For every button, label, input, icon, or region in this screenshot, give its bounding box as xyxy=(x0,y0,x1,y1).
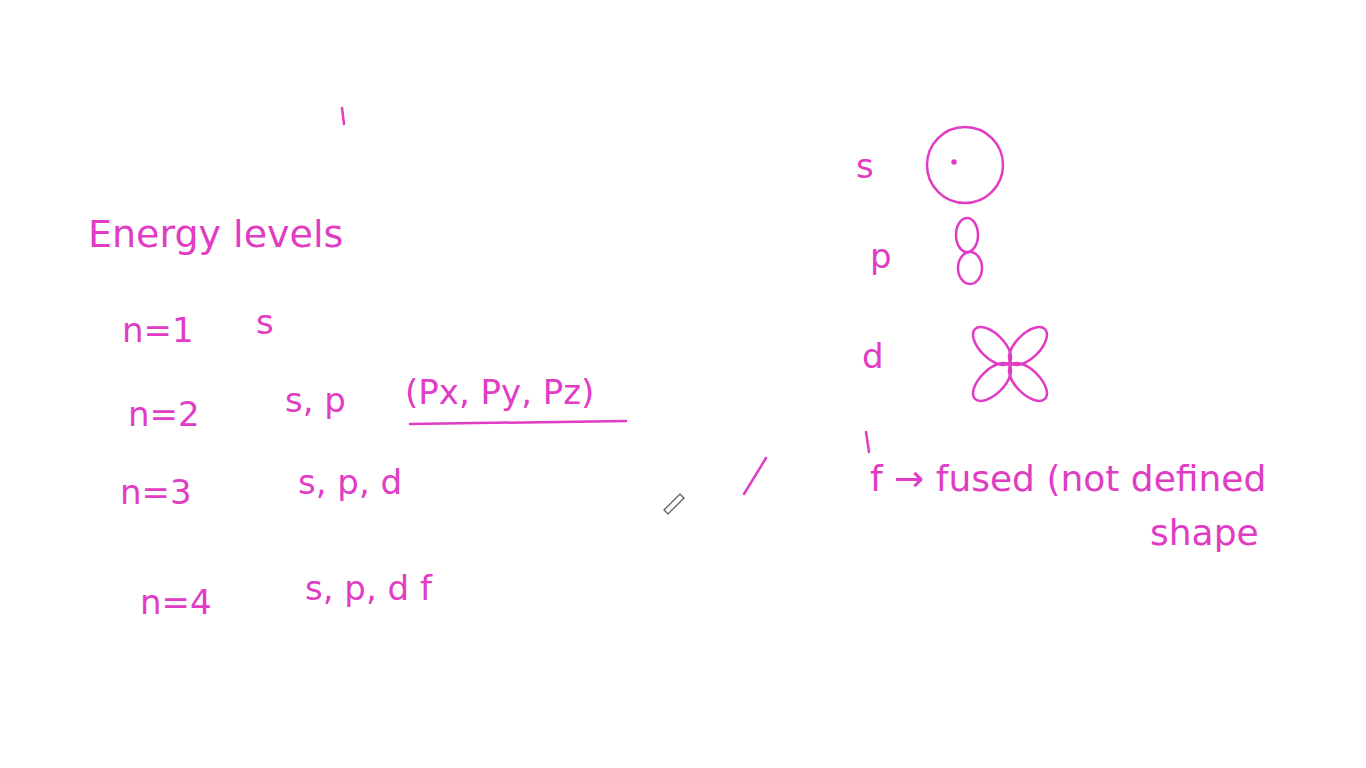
stray-mark xyxy=(744,458,766,494)
pencil-cursor xyxy=(664,494,684,514)
s-orbital-shape xyxy=(927,127,1003,203)
shell-number: n=2 xyxy=(128,392,200,436)
stray-mark xyxy=(342,108,344,124)
nucleus-dot xyxy=(953,161,956,164)
orbital-list: (Px, Py, Pz) xyxy=(405,370,594,414)
d-orbital-shape xyxy=(967,321,1054,408)
orbital-name: p xyxy=(870,234,892,278)
underline xyxy=(410,421,626,424)
heading: Energy levels xyxy=(88,212,343,256)
subshell-list: s, p, d xyxy=(298,460,402,504)
p-orbital-lobe xyxy=(958,252,982,284)
shell-number: n=3 xyxy=(120,470,192,514)
orbital-name: d xyxy=(862,334,884,378)
p-orbital-lobe xyxy=(956,218,978,252)
shell-number: n=4 xyxy=(140,580,212,624)
stray-mark xyxy=(866,432,869,452)
subshell-list: s, p xyxy=(285,378,346,422)
orbital-name: s xyxy=(856,144,874,188)
note: f → fused (not defined shape xyxy=(870,452,1340,560)
subshell-list: s, p, d f xyxy=(305,566,432,610)
subshell-list: s xyxy=(256,300,274,344)
shell-number: n=1 xyxy=(122,308,194,352)
